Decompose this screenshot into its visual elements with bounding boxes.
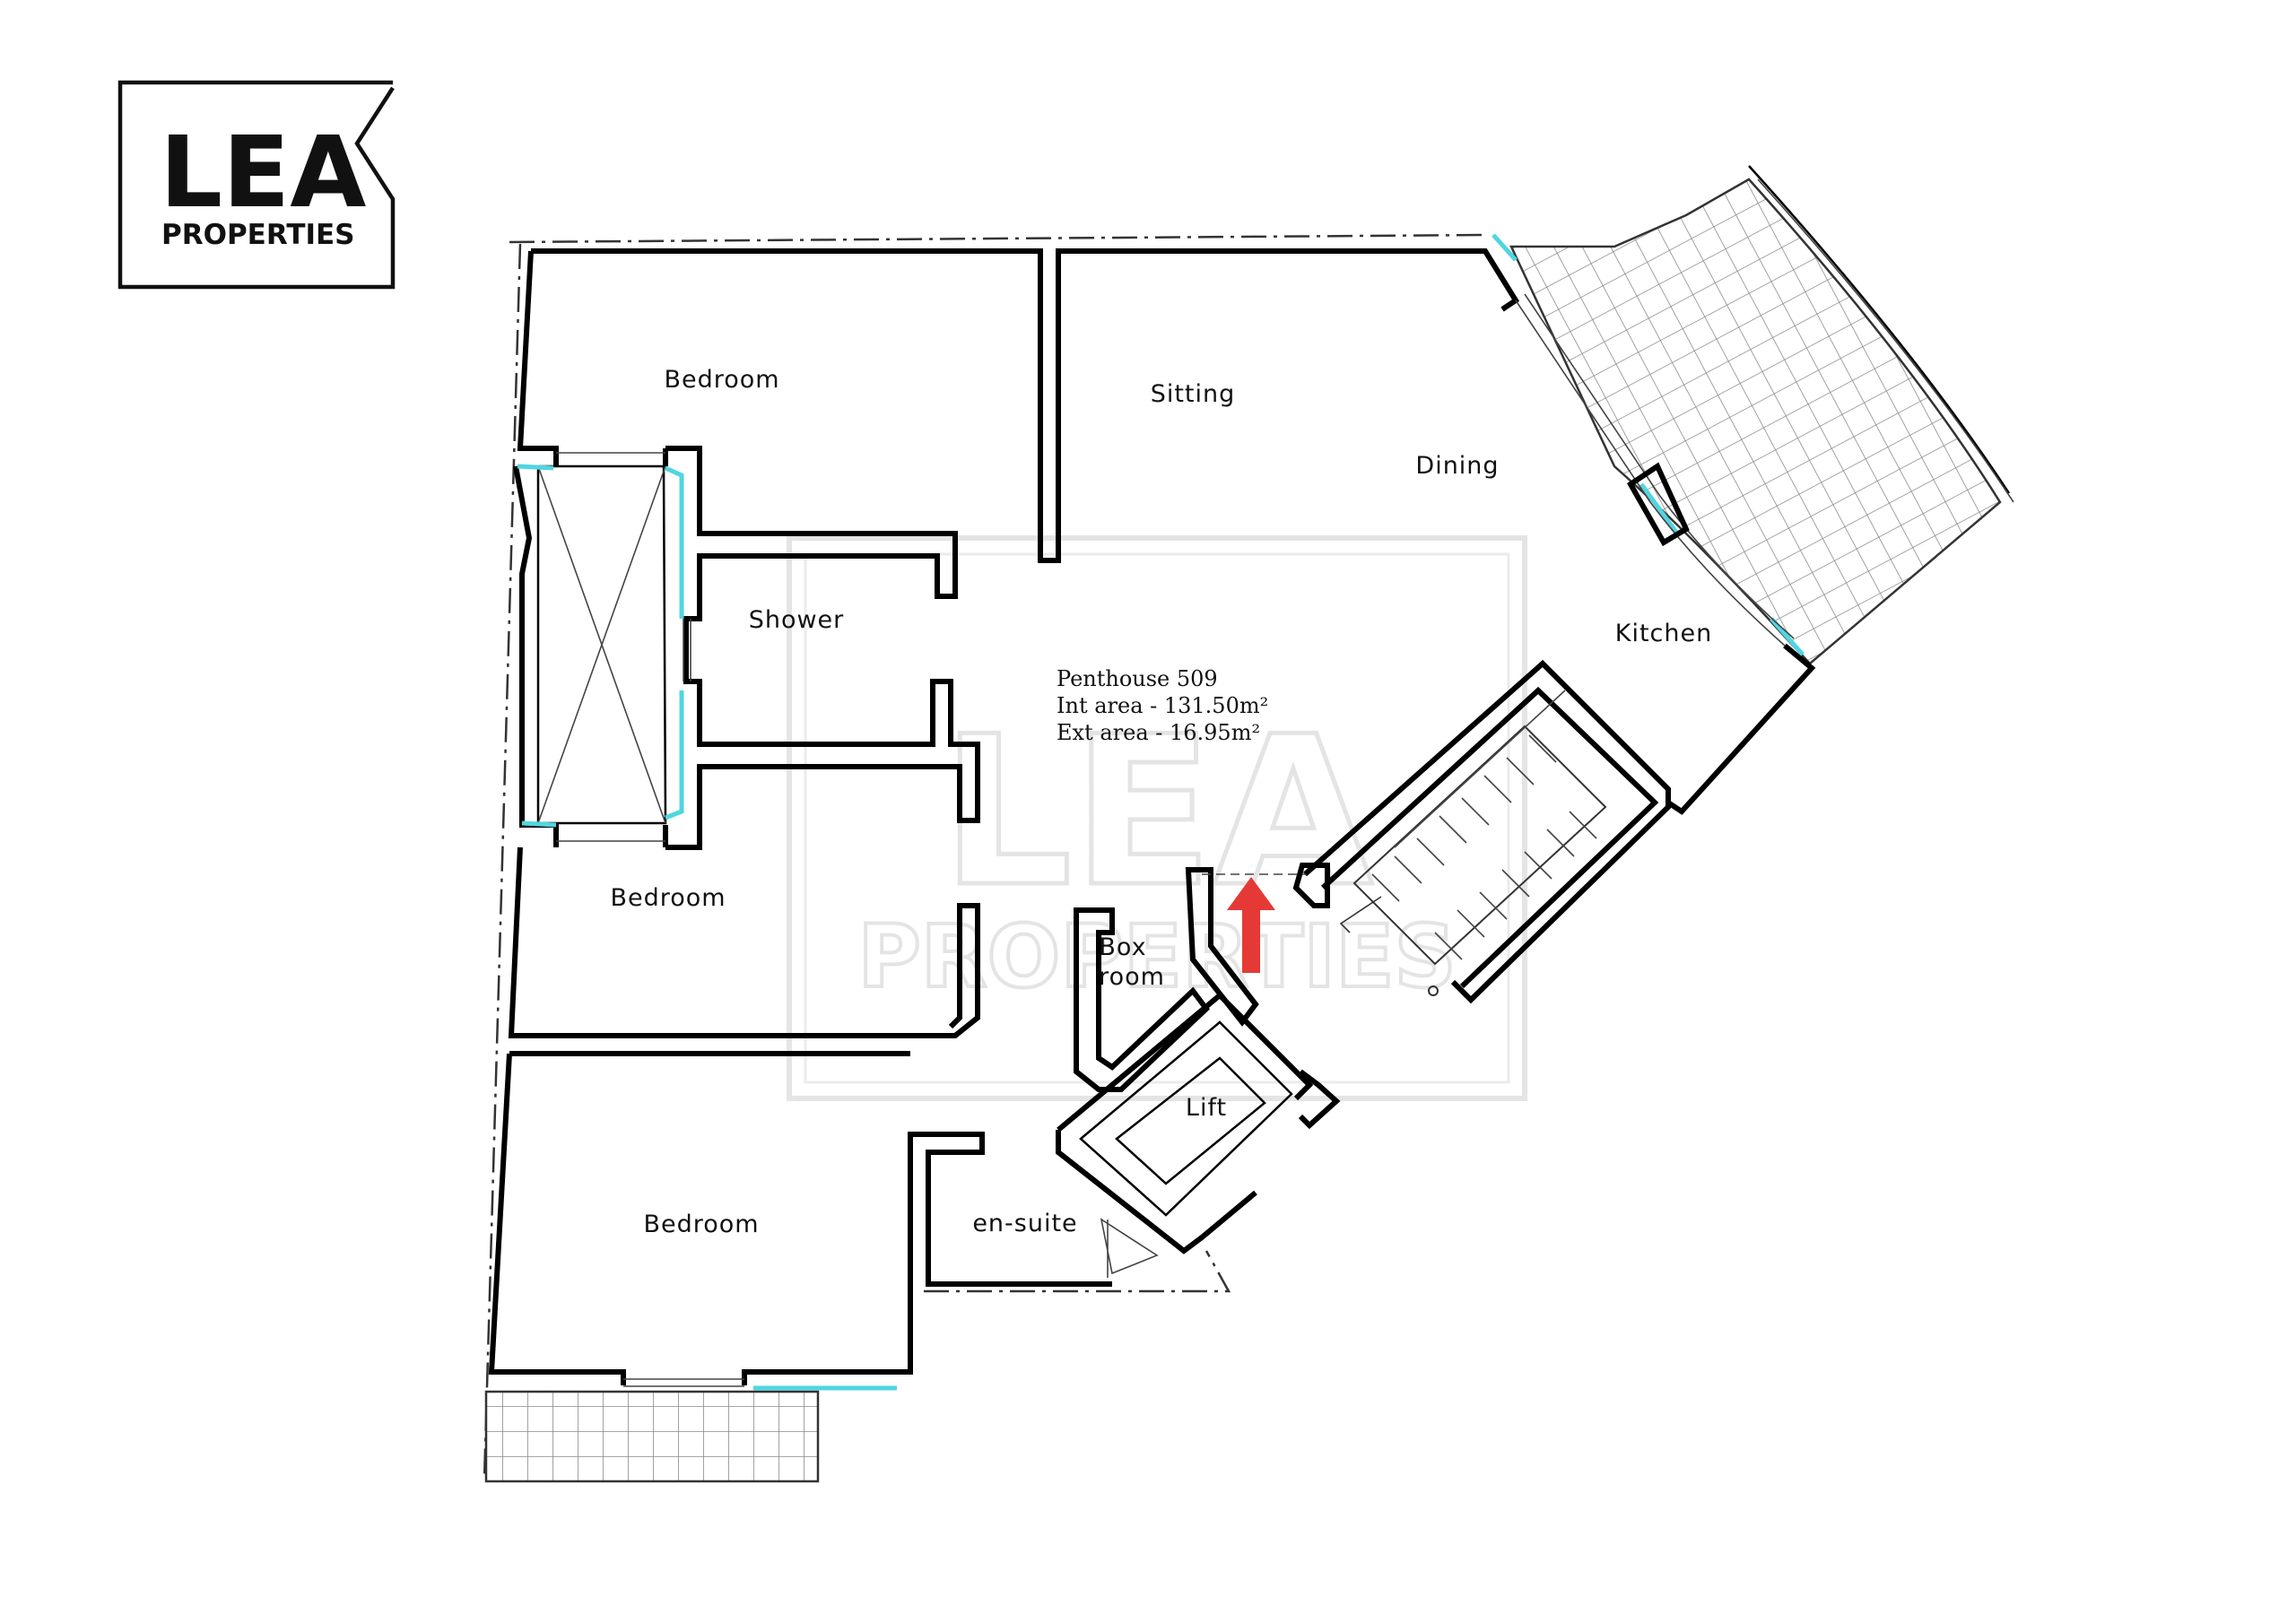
label-box-room-line1: Box (1099, 933, 1146, 961)
site-boundary (483, 233, 1490, 1480)
en-suite-duct (1100, 1218, 1159, 1278)
logo-name: LEA (160, 115, 366, 230)
label-dining: Dining (1415, 452, 1499, 480)
unit-name: Penthouse 509 (1057, 666, 1218, 691)
logo-subtitle: PROPERTIES (161, 219, 355, 251)
unit-info: Penthouse 509 Int area - 131.50m² Ext ar… (1057, 666, 1268, 745)
glazing (517, 233, 1805, 1391)
svg-text:PROPERTIES: PROPERTIES (857, 907, 1456, 1007)
watermark: LEA PROPERTIES (787, 535, 1527, 1101)
label-bedroom-2: Bedroom (610, 884, 726, 912)
label-bedroom-1: Bedroom (664, 366, 779, 394)
label-kitchen: Kitchen (1615, 620, 1712, 647)
lightwell (536, 452, 691, 842)
label-bedroom-3: Bedroom (643, 1211, 759, 1238)
staircase (1339, 690, 1607, 996)
label-en-suite: en-suite (972, 1210, 1077, 1237)
label-sitting: Sitting (1151, 380, 1236, 408)
ext-area: Ext area - 16.95m² (1057, 720, 1260, 745)
walls (488, 248, 1816, 1385)
label-shower: Shower (749, 606, 845, 634)
int-area: Int area - 131.50m² (1057, 693, 1268, 718)
lea-properties-logo: LEA PROPERTIES (117, 80, 396, 290)
east-window-mullion (1627, 462, 1690, 547)
up-arrow-icon (1227, 877, 1275, 973)
terrace-balustrade (1748, 165, 2011, 494)
south-terrace (484, 1390, 820, 1483)
east-window (1515, 299, 1786, 647)
label-lift: Lift (1186, 1094, 1227, 1122)
label-box-room-line2: room (1099, 963, 1165, 991)
east-terrace (1509, 178, 2002, 665)
south-window (623, 1378, 744, 1387)
